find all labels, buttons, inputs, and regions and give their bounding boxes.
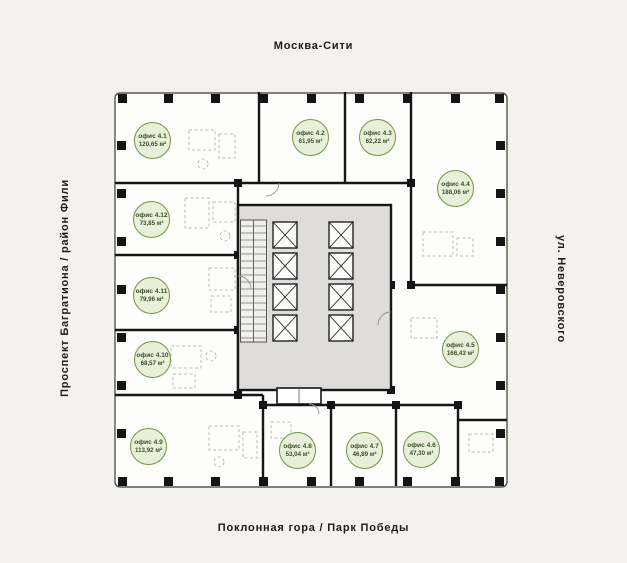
vestibule <box>276 387 322 405</box>
office-id: офис 4.3 <box>363 129 392 137</box>
furniture-outlines <box>170 129 494 468</box>
office-badge-4-5[interactable]: офис 4.5 166,43 м² <box>442 331 479 368</box>
office-badge-4-7[interactable]: офис 4.7 46,89 м² <box>346 432 383 469</box>
office-badge-4-10[interactable]: офис 4.10 68,57 м² <box>134 341 171 378</box>
office-id: офис 4.5 <box>446 341 475 349</box>
office-area: 166,43 м² <box>446 349 475 357</box>
office-badge-4-9[interactable]: офис 4.9 113,92 м² <box>130 428 167 465</box>
office-id: офис 4.7 <box>350 442 379 450</box>
office-area: 188,06 м² <box>441 188 470 196</box>
office-badge-4-2[interactable]: офис 4.2 61,95 м² <box>292 119 329 156</box>
elevator-bank-left <box>272 221 298 342</box>
office-id: офис 4.1 <box>138 132 167 140</box>
office-badge-4-8[interactable]: офис 4.8 53,04 м² <box>279 432 316 469</box>
office-badge-4-4[interactable]: офис 4.4 188,06 м² <box>437 170 474 207</box>
office-area: 68,57 м² <box>140 359 165 367</box>
office-id: офис 4.2 <box>296 129 325 137</box>
office-area: 46,89 м² <box>352 450 377 458</box>
office-area: 120,65 м² <box>138 140 167 148</box>
building-core <box>236 203 393 405</box>
office-id: офис 4.10 <box>136 351 169 359</box>
street-label-neverovskogo: ул. Неверовского <box>555 235 567 343</box>
office-id: офис 4.12 <box>135 211 168 219</box>
office-area: 79,96 м² <box>139 295 164 303</box>
office-badge-4-6[interactable]: офис 4.6 47,30 м² <box>403 431 440 468</box>
office-id: офис 4.6 <box>407 441 436 449</box>
office-badge-4-3[interactable]: офис 4.3 62,22 м² <box>359 119 396 156</box>
office-id: офис 4.11 <box>135 287 168 295</box>
stairs-icon <box>240 219 267 343</box>
office-area: 47,30 м² <box>409 449 434 457</box>
office-area: 73,85 м² <box>139 219 164 227</box>
office-id: офис 4.4 <box>441 180 470 188</box>
office-badge-4-12[interactable]: офис 4.12 73,85 м² <box>133 201 170 238</box>
street-label-bagrationa: Проспект Багратиона / район Фили <box>59 179 71 397</box>
street-label-moskva-city: Москва-Сити <box>273 40 354 52</box>
elevator-bank-right <box>328 221 354 342</box>
office-id: офис 4.8 <box>283 442 312 450</box>
street-label-poklonnaya: Поклонная гора / Парк Победы <box>217 522 410 534</box>
perimeter-columns <box>117 94 505 486</box>
office-badge-4-1[interactable]: офис 4.1 120,65 м² <box>134 122 171 159</box>
office-area: 53,04 м² <box>285 450 310 458</box>
office-id: офис 4.9 <box>134 438 163 446</box>
office-badge-4-11[interactable]: офис 4.11 79,96 м² <box>133 277 170 314</box>
office-area: 62,22 м² <box>365 137 390 145</box>
floor-plan-drawing <box>114 92 508 488</box>
door-arcs <box>237 182 392 415</box>
office-area: 113,92 м² <box>135 446 162 454</box>
floor-plan: офис 4.1 120,65 м² офис 4.2 61,95 м² офи… <box>113 90 509 490</box>
office-area: 61,95 м² <box>298 137 323 145</box>
